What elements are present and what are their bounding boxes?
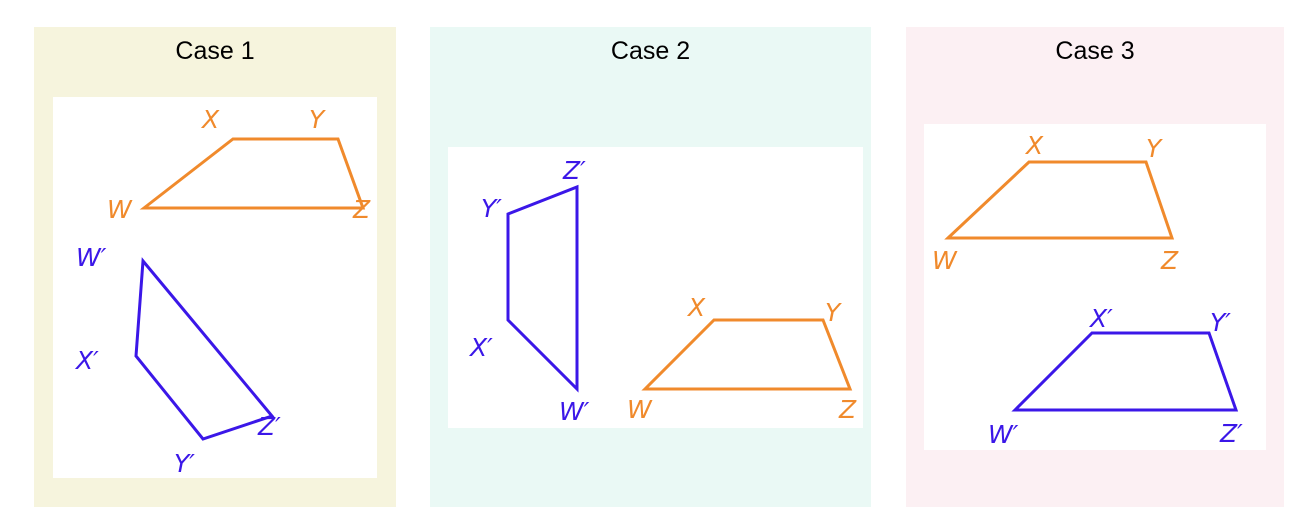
label-x: X [1024, 131, 1044, 160]
case-3-title: Case 3 [1055, 37, 1135, 65]
label-y-prime: Y′ [174, 449, 195, 478]
label-w: W [932, 246, 958, 275]
label-y-prime: Y′ [1210, 308, 1231, 337]
case-2-panel: Case 2 W X Y Z W′ X′ Y′ Z′ [430, 27, 871, 507]
label-w: W [107, 195, 133, 224]
label-y: Y [309, 105, 326, 134]
label-w: W [627, 395, 653, 424]
label-z-prime: Z′ [562, 156, 586, 185]
label-w-prime: W′ [559, 397, 590, 426]
case-2-diagram: W X Y Z W′ X′ Y′ Z′ [448, 147, 863, 428]
case-3-panel: Case 3 W X Y Z W′ X′ Y′ Z′ [906, 27, 1284, 507]
label-z: Z [352, 195, 371, 224]
case-2-title: Case 2 [610, 37, 691, 65]
label-w-prime: W′ [988, 420, 1019, 449]
label-y: Y [1146, 134, 1163, 163]
trapezoid-wxyz [944, 160, 1175, 240]
trapezoid-wxyz-prime [506, 184, 579, 393]
label-w-prime: W′ [76, 243, 107, 272]
case-1-diagram: W X Y Z W′ X′ Y′ Z′ [53, 97, 377, 478]
trapezoid-wxyz-prime [1011, 331, 1239, 412]
label-x-prime: X′ [74, 346, 99, 375]
label-z: Z [838, 395, 857, 424]
trapezoid-wxyz [139, 137, 366, 210]
label-x: X [200, 105, 220, 134]
label-z-prime: Z′ [257, 412, 281, 441]
trapezoid-wxyz [641, 318, 853, 391]
label-y-prime: Y′ [481, 194, 502, 223]
case-3-diagram: W X Y Z W′ X′ Y′ Z′ [924, 124, 1266, 450]
label-z-prime: Z′ [1219, 419, 1243, 448]
case-1-title: Case 1 [175, 37, 255, 65]
label-z: Z [1160, 246, 1179, 275]
case-1-panel: Case 1 W X Y Z W′ X′ Y′ Z′ [34, 27, 396, 507]
label-y: Y [825, 298, 842, 327]
trapezoid-wxyz-prime [134, 257, 275, 441]
label-x-prime: X′ [468, 333, 493, 362]
label-x-prime: X′ [1088, 304, 1113, 333]
label-x: X [686, 293, 706, 322]
